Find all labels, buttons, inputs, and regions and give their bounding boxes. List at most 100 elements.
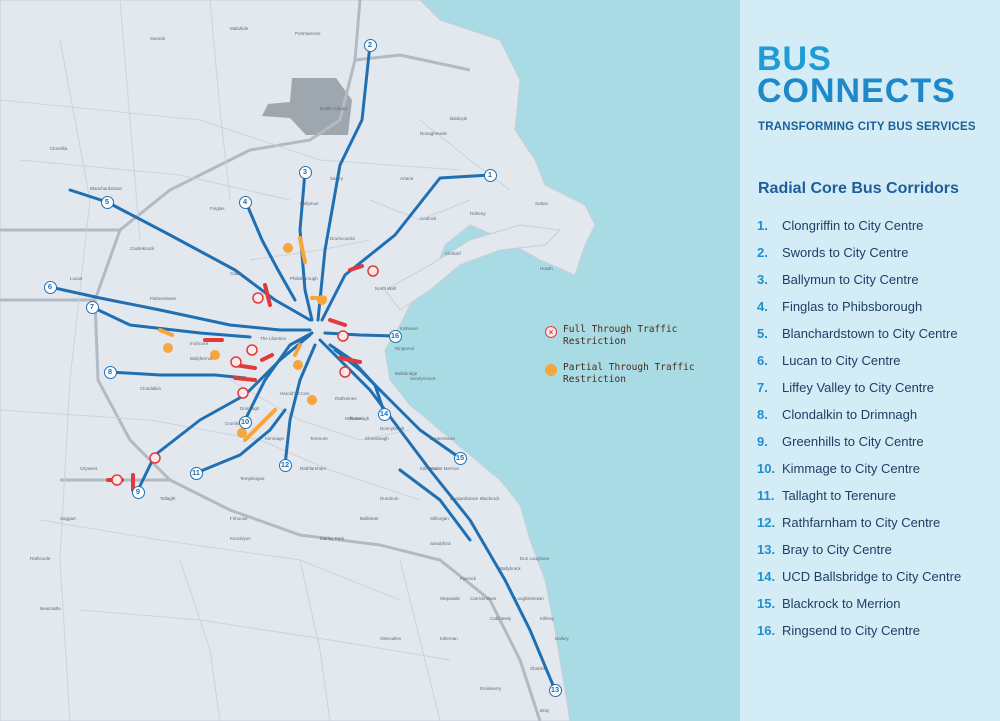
corridor-name: Kimmage to City Centre <box>782 461 920 476</box>
place-label: Ballinteer <box>360 516 379 521</box>
corridor-number: 7. <box>757 380 768 395</box>
corridor-number: 11. <box>757 488 775 503</box>
corridor-name: Lucan to City Centre <box>782 353 901 368</box>
place-label: Foxrock <box>460 576 477 581</box>
place-label: Clondalkin <box>140 386 162 391</box>
place-label: Rathcoole <box>30 556 51 561</box>
partial-restriction-markers <box>163 243 327 438</box>
corridor-number: 16. <box>757 623 776 638</box>
route-badge-8: 8 <box>103 365 117 379</box>
route-badge-15: 15 <box>453 451 467 465</box>
place-label: Dundrum <box>380 496 399 501</box>
corridor-name: UCD Ballsbridge to City Centre <box>782 569 962 584</box>
place-label: Artane <box>400 176 414 181</box>
corridor-ext-b <box>398 468 472 542</box>
place-label: Stillorgan <box>430 516 449 521</box>
corridor-name: Rathfarnham to City Centre <box>782 515 941 530</box>
corridor-name: Liffey Valley to City Centre <box>782 380 934 395</box>
place-label: Malahide <box>230 26 249 31</box>
corridor-number: 15. <box>757 596 776 611</box>
corridor-name: Clondalkin to Drimnagh <box>782 407 918 422</box>
minor-roads <box>0 0 511 721</box>
place-label: Finglas <box>210 206 225 211</box>
corridor-name: Ringsend to City Centre <box>782 623 921 638</box>
place-label: Sutton <box>535 201 549 206</box>
corridor-11 <box>194 408 287 475</box>
corridor-item: 4.Finglas to Phibsborough <box>757 293 961 320</box>
place-label: Clonsilla <box>50 146 68 151</box>
route-badge-16: 16 <box>388 329 402 343</box>
corridor-4 <box>243 198 297 302</box>
place-label: Portmarnock <box>295 31 321 36</box>
corridor-item: 5.Blanchardstown to City Centre <box>757 320 961 347</box>
place-label: Donaghmede <box>420 131 448 136</box>
place-label: Booterstown <box>430 436 456 441</box>
corridor-10 <box>243 331 314 422</box>
place-label: Firhouse <box>230 516 248 521</box>
logo-bus: BUS <box>757 40 832 78</box>
place-label: Mount Merrion <box>430 466 460 471</box>
place-label: Shankill <box>530 666 546 671</box>
corridor-item: 11.Tallaght to Terenure <box>757 482 961 509</box>
legend-partial-restriction: Partial Through Traffic Restriction <box>545 362 723 386</box>
corridor-item: 13.Bray to City Centre <box>757 536 961 563</box>
place-label: Kilternan <box>440 636 458 641</box>
place-label: Lucan <box>70 276 83 281</box>
corridor-name: Clongriffin to City Centre <box>782 218 924 233</box>
place-label: Citywest <box>80 466 98 471</box>
route-badge-2: 2 <box>363 38 377 52</box>
corridor-2 <box>316 43 372 322</box>
place-label: Ballybrack <box>500 566 522 571</box>
logo-connects: CONNECTS <box>757 72 956 110</box>
corridor-item: 3.Ballymun to City Centre <box>757 266 961 293</box>
place-label: Enniskerry <box>480 686 502 691</box>
legend-full-label: Full Through Traffic Restriction <box>563 324 678 347</box>
route-badge-12: 12 <box>278 458 292 472</box>
corridor-name: Blanchardstown to City Centre <box>782 326 958 341</box>
place-label: Kilmacud <box>420 466 439 471</box>
full-restriction-markers <box>111 265 379 486</box>
place-label: Leopardstown <box>450 496 479 501</box>
place-label: Ranelagh <box>350 416 370 421</box>
place-label: Drumcondra <box>330 236 355 241</box>
corridor-number: 14. <box>757 569 776 584</box>
corridor-item: 15.Blackrock to Merrion <box>757 590 961 617</box>
corridor-name: Swords to City Centre <box>782 245 909 260</box>
route-badge-5: 5 <box>100 195 114 209</box>
place-label: Cabinteely <box>490 616 512 621</box>
route-badge-6: 6 <box>43 280 57 294</box>
place-label: Inchicore <box>190 341 209 346</box>
route-badge-11: 11 <box>189 466 203 480</box>
corridor-item: 12.Rathfarnham to City Centre <box>757 509 961 536</box>
list-title: Radial Core Bus Corridors <box>758 180 959 197</box>
place-label: Stepaside <box>440 596 461 601</box>
place-label: Saggart <box>60 516 77 521</box>
partial-restriction-icon <box>545 364 557 376</box>
place-label: Blackrock <box>480 496 500 501</box>
corridor-5 <box>105 200 312 322</box>
place-label: Blanchardstown <box>90 186 123 191</box>
corridor-16 <box>323 331 397 338</box>
corridor-item: 7. Liffey Valley to City Centre <box>757 374 961 401</box>
route-badge-4: 4 <box>238 195 252 209</box>
place-label: Baldoyle <box>450 116 468 121</box>
corridor-number: 10. <box>757 461 776 476</box>
place-label: Santry <box>330 176 344 181</box>
place-label: Raheny <box>470 211 486 216</box>
place-label: Crumlin <box>225 421 241 426</box>
tagline: TRANSFORMING CITY BUS SERVICES <box>758 121 976 133</box>
route-badge-3: 3 <box>298 165 312 179</box>
place-label: Glencullen <box>380 636 402 641</box>
place-label: Newcastle <box>40 606 61 611</box>
dublin-airport <box>262 78 352 135</box>
place-label: Ballyfermot <box>190 356 213 361</box>
place-label: Templeogue <box>240 476 265 481</box>
place-label: Irishtown <box>400 326 419 331</box>
place-label: North Wall <box>375 286 396 291</box>
place-label: Marlay Park <box>320 536 345 541</box>
corridor-number: 8. <box>757 407 768 422</box>
corridor-7 <box>90 305 252 339</box>
